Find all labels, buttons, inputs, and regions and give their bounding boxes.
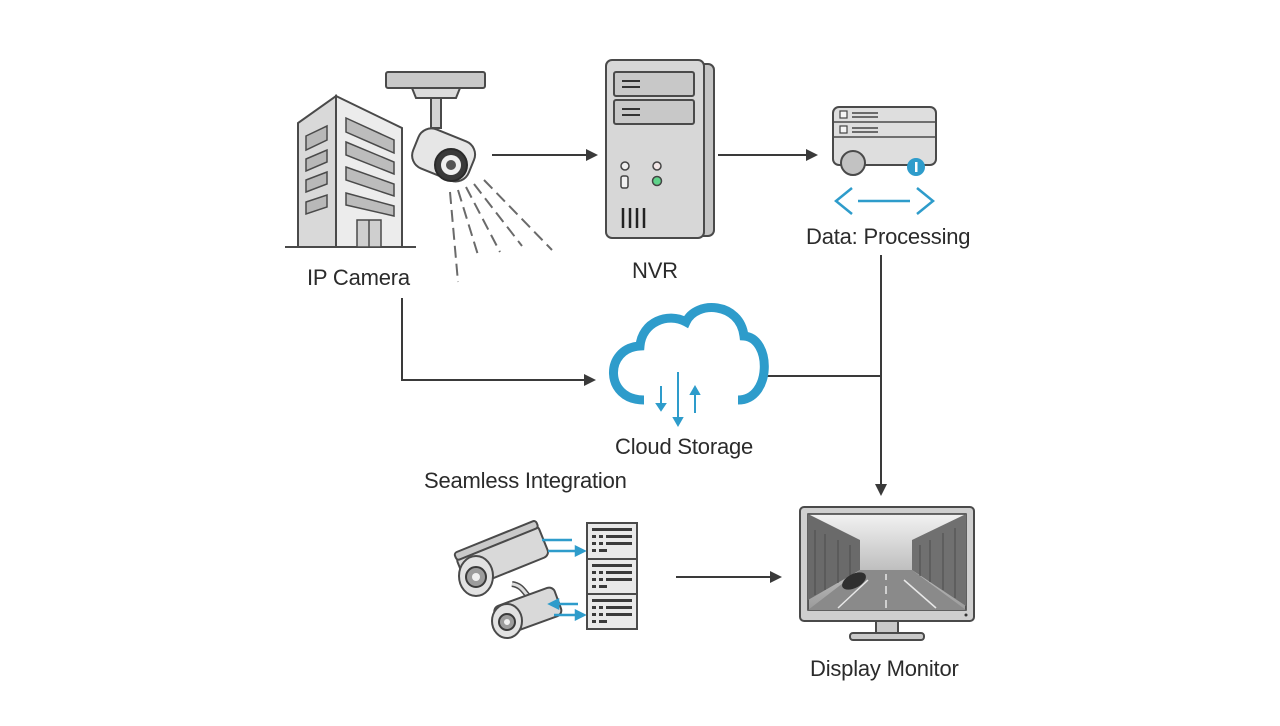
ip-camera-node [285,71,553,283]
bullet-camera-lower-icon [491,586,563,639]
display-monitor-label: Display Monitor [810,656,959,681]
bidirectional-arrow-icon [834,187,935,215]
sync-arrows-icon [542,538,587,622]
seamless-integration-label: Seamless Integration [424,468,627,493]
edge-ipcamera-to-cloud [401,298,596,386]
server-tower-icon [605,59,715,239]
monitor-icon [799,506,975,641]
data-processing-node [832,106,937,215]
upload-download-arrows-icon [655,372,701,428]
nvr-node [605,59,715,239]
seamless-integration-node [453,520,638,639]
ceiling-camera-icon [385,71,486,183]
display-monitor-node [799,506,975,641]
bullet-camera-upper-icon [453,520,549,603]
info-badge-icon [907,158,925,176]
cloud-storage-label: Cloud Storage [615,434,754,459]
data-processing-label: Data: Processing [806,224,971,249]
data-processing-server-icon [832,106,937,176]
building-icon [285,94,416,248]
cloud-icon [609,303,769,405]
server-rack-icon [586,522,638,630]
nvr-label: NVR [632,258,678,283]
ip-camera-label: IP Camera [307,265,410,290]
cloud-storage-node [609,303,769,428]
connectors [401,149,887,583]
camera-view-rays-icon [449,179,553,283]
